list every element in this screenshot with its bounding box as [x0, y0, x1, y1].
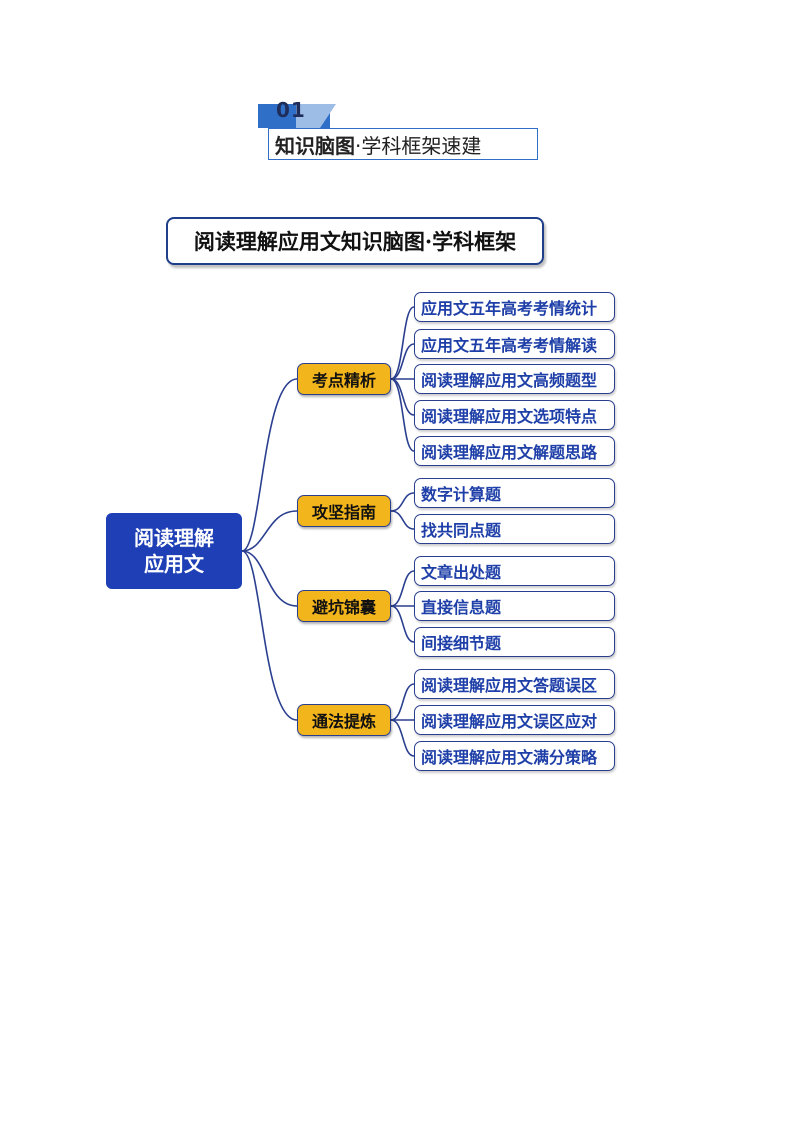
mindmap-title: 阅读理解应用文知识脑图·学科框架: [166, 217, 544, 265]
section-heading-bold: 知识脑图: [275, 133, 355, 158]
connector-root-b4: [241, 550, 298, 721]
connector-root-b3: [241, 550, 298, 607]
connector-b2-l2: [390, 510, 415, 530]
branch-node: 通法提炼: [297, 704, 391, 736]
connector-b3-l1: [390, 570, 415, 607]
leaf-node: 阅读理解应用文解题思路: [414, 436, 615, 466]
connector-b4-l3: [390, 719, 415, 757]
leaf-node: 找共同点题: [414, 514, 615, 544]
connector-b1-l1: [390, 306, 415, 380]
connector-b1-l2: [390, 343, 415, 380]
root-line-2: 应用文: [144, 552, 204, 576]
connector-root-b1: [241, 378, 298, 552]
section-heading-rest: ·学科框架速建: [355, 133, 482, 158]
leaf-node: 数字计算题: [414, 478, 615, 508]
leaf-node: 应用文五年高考考情解读: [414, 329, 615, 359]
root-line-1: 阅读理解: [134, 526, 214, 550]
connector-root-b2: [241, 510, 298, 552]
leaf-node: 阅读理解应用文高频题型: [414, 364, 615, 394]
section-number: 01: [276, 98, 306, 122]
connector-b2-l1: [390, 492, 415, 512]
connector-b1-l5: [390, 378, 415, 452]
branch-node: 避坑锦囊: [297, 590, 391, 622]
section-heading: 知识脑图·学科框架速建: [268, 128, 538, 160]
leaf-node: 间接细节题: [414, 627, 615, 657]
connector-b3-l3: [390, 605, 415, 643]
leaf-node: 阅读理解应用文选项特点: [414, 400, 615, 430]
branch-node: 攻坚指南: [297, 495, 391, 527]
leaf-node: 阅读理解应用文答题误区: [414, 669, 615, 699]
leaf-node: 文章出处题: [414, 556, 615, 586]
leaf-node: 应用文五年高考考情统计: [414, 292, 615, 322]
leaf-node: 阅读理解应用文满分策略: [414, 741, 615, 771]
leaf-node: 直接信息题: [414, 591, 615, 621]
leaf-node: 阅读理解应用文误区应对: [414, 705, 615, 735]
branch-node: 考点精析: [297, 363, 391, 395]
connector-b4-l1: [390, 683, 415, 721]
root-node: 阅读理解 应用文: [106, 513, 242, 589]
